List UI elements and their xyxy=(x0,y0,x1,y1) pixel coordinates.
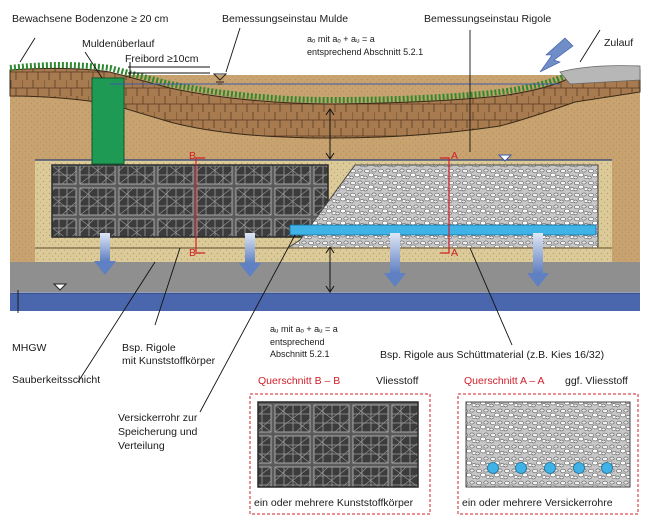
label-au-ref-1: entsprechend xyxy=(270,337,325,347)
label-inflow: Zulauf xyxy=(604,37,634,49)
leader-lines xyxy=(17,27,601,413)
label-planted-zone: Bewachsene Bodenzone ≥ 20 cm xyxy=(12,13,169,25)
label-au-formula: aᵤ mit aₒ + aᵤ = a xyxy=(270,324,338,334)
distribution-pipe xyxy=(289,224,597,236)
label-pipe-2: Speicherung und xyxy=(118,426,198,438)
label-ao-ref: entsprechend Abschnitt 5.2.1 xyxy=(307,47,424,57)
section-line-a xyxy=(440,157,450,254)
section-line-b xyxy=(195,157,205,254)
mark-a-bottom: A xyxy=(451,247,459,259)
mark-b-top: B xyxy=(189,150,197,162)
label-trench-gravel: Bsp. Rigole aus Schüttmaterial (z.B. Kie… xyxy=(380,349,605,361)
water-level-icon xyxy=(212,73,228,81)
overflow-pipe xyxy=(91,77,125,165)
inflow-arrow-icon xyxy=(539,37,574,73)
section-aa-frame xyxy=(457,393,639,515)
infiltration-arrow-icon xyxy=(94,233,549,287)
label-trench-plastic-1: Bsp. Rigole xyxy=(122,342,176,354)
label-ao-formula: aₒ mit aₒ + aᵤ = a xyxy=(307,34,375,44)
mark-b-bottom: B xyxy=(189,247,197,259)
label-clean-layer: Sauberkeitsschicht xyxy=(12,374,101,386)
topsoil-layer xyxy=(9,67,641,139)
label-pipe-1: Versickerrohr zur xyxy=(118,412,198,424)
plastic-crate-trench xyxy=(51,164,329,238)
mark-a-top: A xyxy=(451,150,459,162)
section-aa-body xyxy=(465,401,631,488)
section-aa-caption: ein oder mehrere Versickerrohre xyxy=(462,497,613,509)
dimension-ao xyxy=(325,108,335,160)
section-aa-fleece: ggf. Vliesstoff xyxy=(565,375,628,387)
groundwater-band xyxy=(10,293,640,311)
water-level-icon xyxy=(52,283,68,291)
section-aa-pipes xyxy=(487,462,613,474)
section-bb-frame xyxy=(249,393,431,515)
water-level-icon xyxy=(497,154,513,162)
label-design-level-swale: Bemessungseinstau Mulde xyxy=(222,13,349,25)
section-bb-caption: ein oder mehrere Kunststoffkörper xyxy=(254,497,414,509)
label-pipe-3: Verteilung xyxy=(118,440,165,452)
label-overflow: Muldenüberlauf xyxy=(82,38,155,50)
label-mhgw: MHGW xyxy=(12,342,47,354)
dimension-au xyxy=(325,246,335,293)
section-bb-title: Querschnitt B – B xyxy=(258,375,341,387)
grass-surface xyxy=(9,62,591,104)
label-freeboard: Freibord ≥10cm xyxy=(125,53,199,65)
section-bb-fleece: Vliesstoff xyxy=(376,375,419,387)
label-design-level-trench: Bemessungseinstau Rigole xyxy=(424,13,552,25)
section-bb-body xyxy=(257,401,419,488)
label-trench-plastic-2: mit Kunststoffkörper xyxy=(122,355,216,367)
paved-surface xyxy=(559,65,641,85)
label-au-ref-2: Abschnitt 5.2.1 xyxy=(270,349,330,359)
section-aa-title: Querschnitt A – A xyxy=(464,375,545,387)
